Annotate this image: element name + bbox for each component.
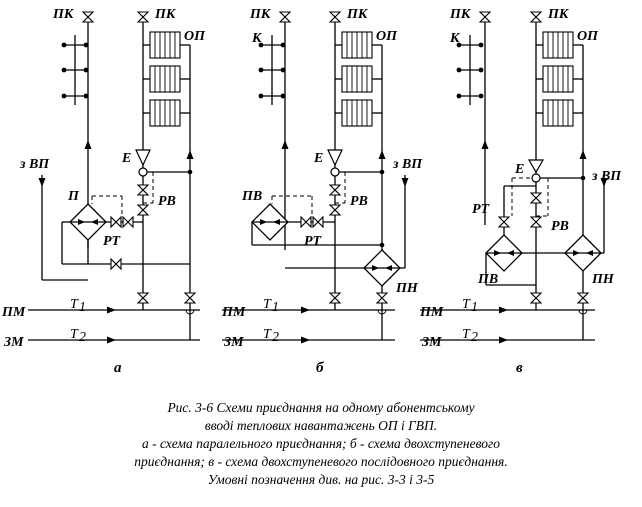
label-pk-a1: ПК — [52, 7, 75, 22]
caption-line-3: а - схема паралельного приєднання; б - с… — [142, 436, 500, 451]
label-pm-v: ПМ — [419, 305, 444, 320]
label-t2-sub-v: 2 — [471, 330, 478, 345]
label-rv-a: РВ — [158, 194, 176, 209]
label-k-b: К — [251, 31, 263, 46]
label-t2-sub-b: 2 — [272, 330, 279, 345]
scheme-a — [28, 11, 200, 344]
label-zvp-b: з ВП — [392, 157, 423, 172]
scheme-b — [222, 11, 409, 344]
label-pk-v2: ПК — [547, 7, 570, 22]
label-pn-v: ПН — [591, 272, 615, 287]
label-e-a: Е — [121, 151, 131, 166]
label-op-a: ОП — [184, 29, 206, 44]
label-pk-v1: ПК — [449, 7, 472, 22]
label-pn-b: ПН — [395, 281, 419, 296]
label-pv-v: ПВ — [477, 272, 498, 287]
label-e-b: Е — [313, 151, 323, 166]
label-t1-v: Τ — [462, 297, 471, 312]
label-pk-b1: ПК — [249, 7, 272, 22]
label-zm-a: ЗМ — [3, 335, 24, 350]
label-rt-v: РТ — [472, 202, 491, 217]
caption-line-5: Умовні позначення див. на рис. 3-3 і 3-5 — [208, 472, 435, 487]
label-rt-b: РТ — [304, 234, 323, 249]
caption-line-2: вводі теплових навантажень ОП і ГВП. — [205, 418, 437, 433]
scheme-v — [420, 11, 608, 344]
label-zvp-a: з ВП — [19, 157, 50, 172]
label-p-a: П — [67, 189, 80, 204]
label-t2-a: Τ — [70, 327, 79, 342]
label-t2-v: Τ — [462, 327, 471, 342]
label-pv-b: ПВ — [241, 189, 262, 204]
caption-line-1: Рис. 3-6 Схеми приєднання на одному абон… — [166, 400, 474, 415]
label-op-v: ОП — [577, 29, 599, 44]
label-pk-b2: ПК — [346, 7, 369, 22]
label-t1-b: Τ — [263, 297, 272, 312]
label-zm-b: ЗМ — [223, 335, 244, 350]
label-rv-b: РВ — [350, 194, 368, 209]
label-op-b: ОП — [376, 29, 398, 44]
label-zm-v: ЗМ — [421, 335, 442, 350]
scheme-label-v: в — [516, 360, 523, 376]
label-t1-sub-a: 1 — [79, 300, 86, 315]
label-t2-sub-a: 2 — [79, 330, 86, 345]
label-t2-b: Τ — [263, 327, 272, 342]
label-pk-a2: ПК — [154, 7, 177, 22]
label-pm-a: ПМ — [1, 305, 26, 320]
label-rv-v: РВ — [551, 219, 569, 234]
label-k-v: К — [449, 31, 461, 46]
label-t1-sub-v: 1 — [471, 300, 478, 315]
label-t1-sub-b: 1 — [272, 300, 279, 315]
scheme-label-b: б — [316, 360, 324, 376]
label-t1-a: Τ — [70, 297, 79, 312]
label-pm-b: ПМ — [221, 305, 246, 320]
caption-line-4: приєднання; в - схема двохступеневого по… — [134, 454, 507, 469]
label-e-v: Е — [514, 162, 524, 177]
label-zvp-v: з ВП — [591, 169, 622, 184]
scheme-label-a: а — [114, 360, 122, 376]
label-rt-a: РТ — [103, 234, 122, 249]
